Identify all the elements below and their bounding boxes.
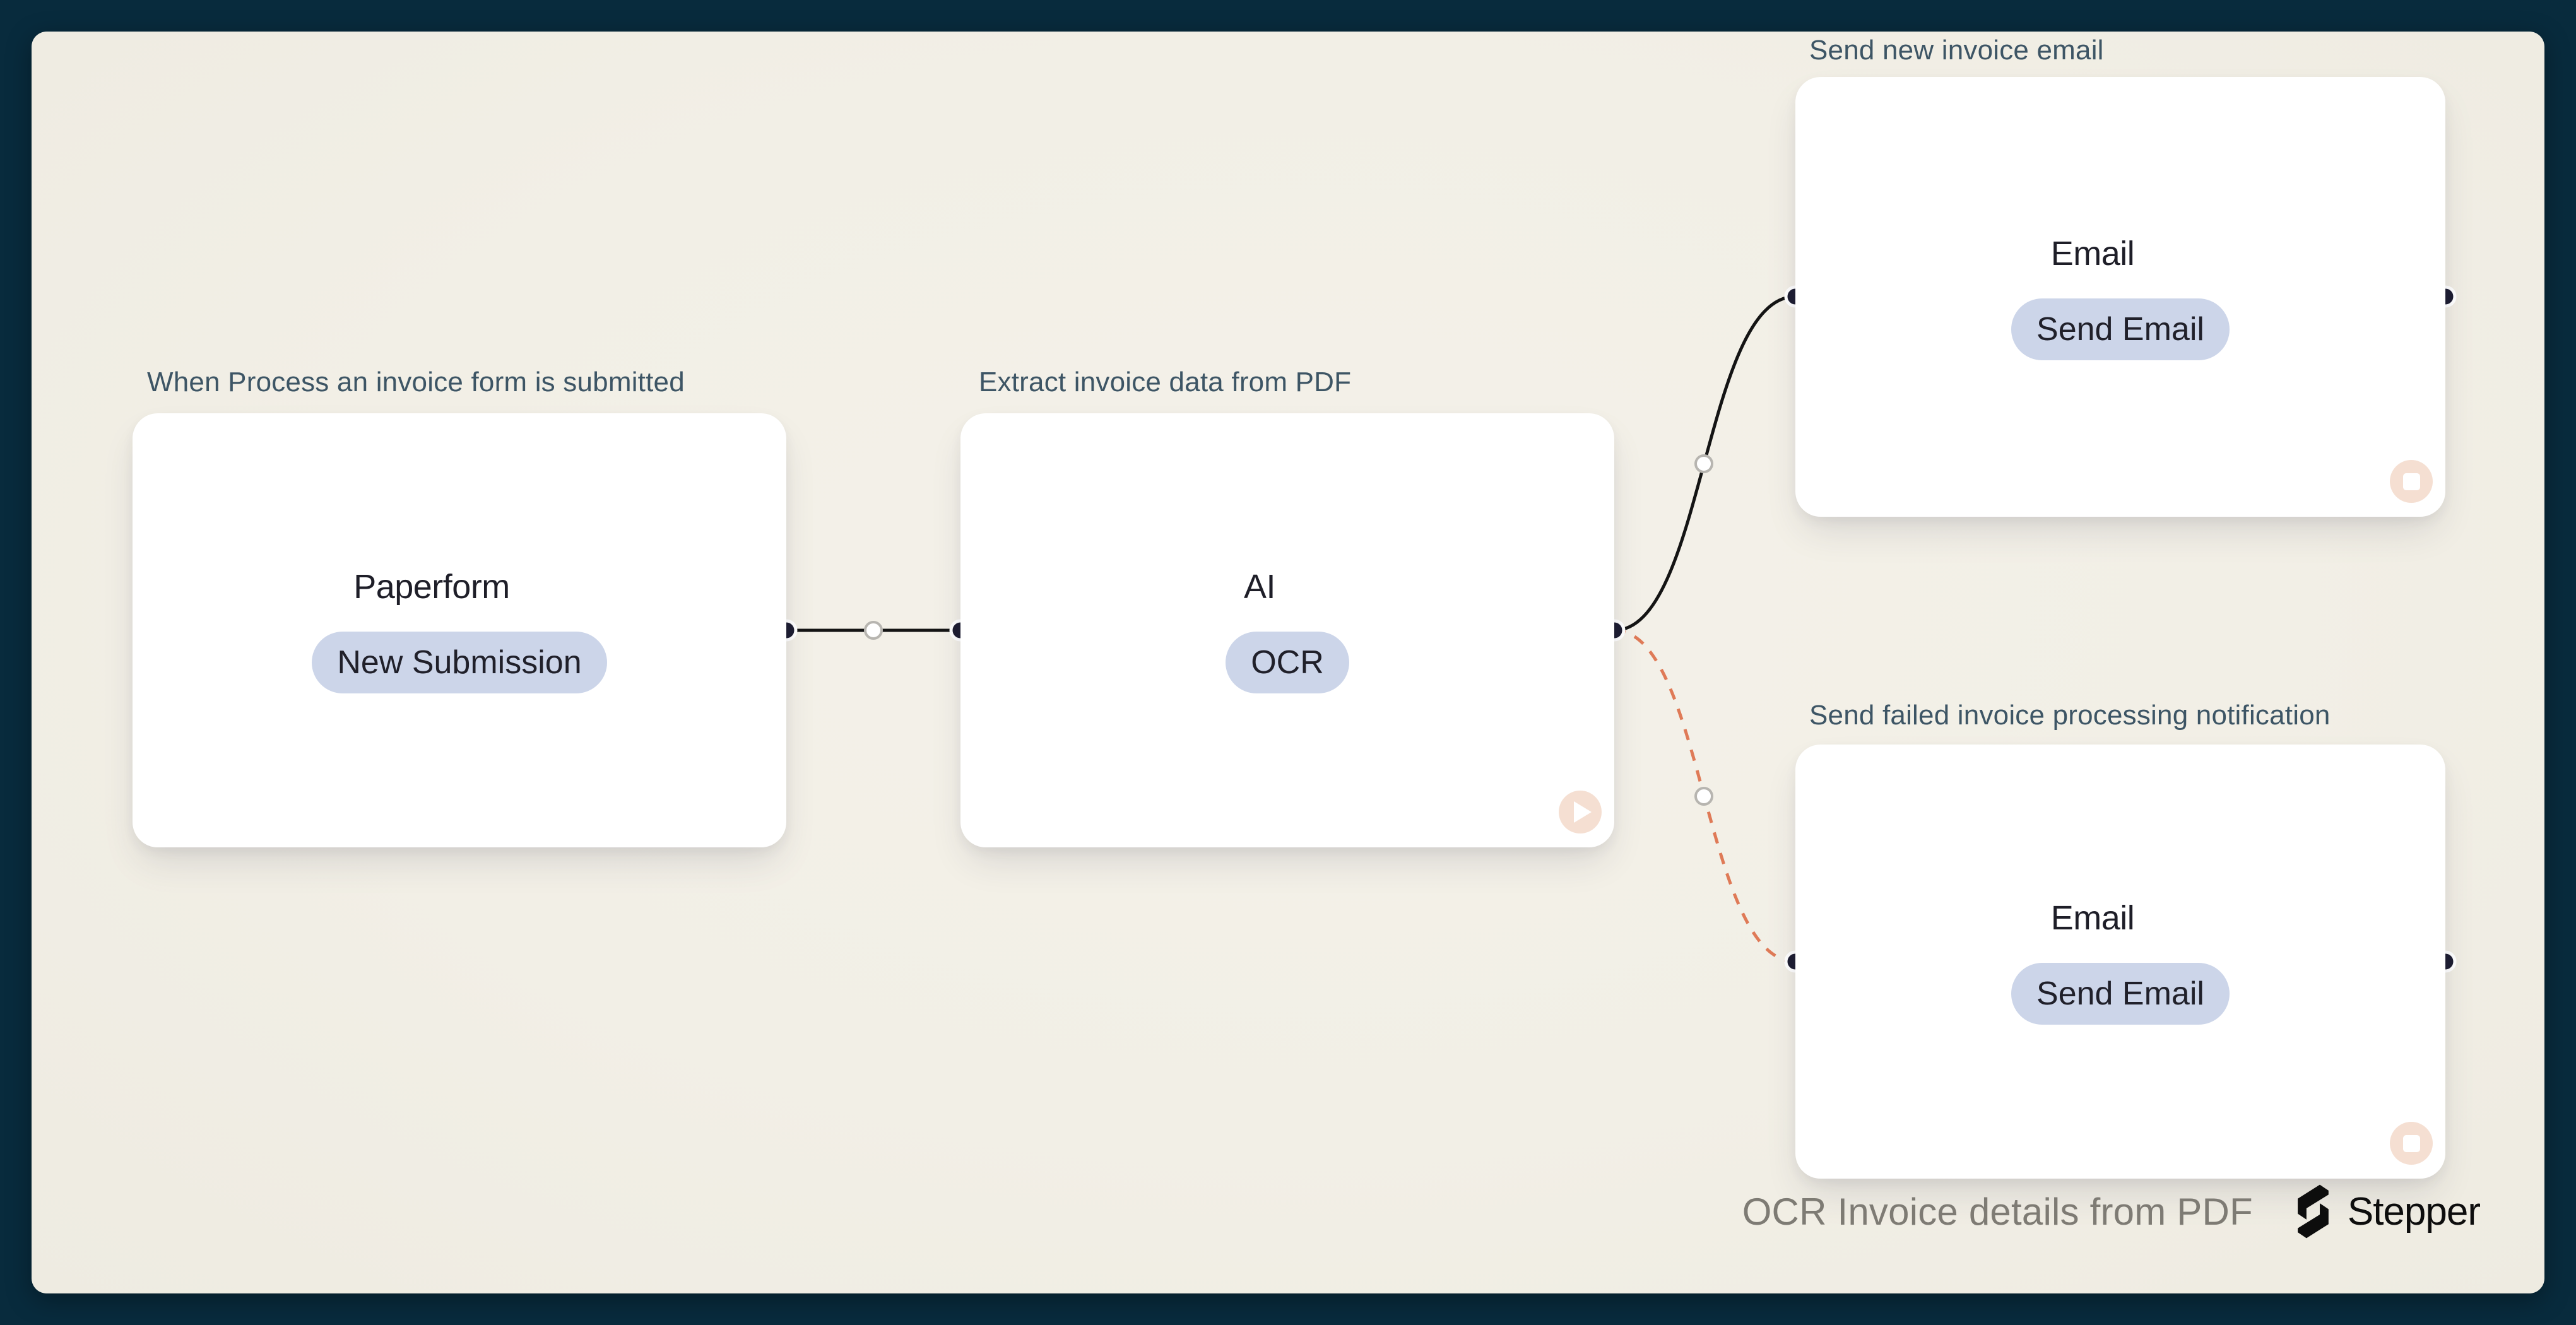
run-node-button[interactable] bbox=[1559, 791, 1602, 833]
node-badge: New Submission bbox=[312, 632, 607, 693]
node-card-email-success[interactable]: Email Send Email bbox=[1795, 77, 2445, 517]
node-badge: Send Email bbox=[2011, 963, 2230, 1025]
node-badge: OCR bbox=[1226, 632, 1349, 693]
workflow-caption: OCR Invoice details from PDF bbox=[1742, 1190, 2253, 1233]
node-title: Paperform bbox=[353, 568, 510, 606]
stop-icon bbox=[2402, 1134, 2420, 1152]
node-label-ai: Extract invoice data from PDF bbox=[979, 367, 1352, 398]
node-badge: Send Email bbox=[2011, 298, 2230, 360]
play-icon bbox=[1574, 801, 1592, 823]
node-card-ai[interactable]: AI OCR bbox=[960, 413, 1614, 847]
node-title: AI bbox=[1243, 568, 1276, 606]
node-title: Email bbox=[2050, 234, 2135, 273]
node-label-email-failed: Send failed invoice processing notificat… bbox=[1809, 700, 2331, 731]
node-title: Email bbox=[2050, 899, 2135, 937]
stop-node-button[interactable] bbox=[2390, 1122, 2433, 1165]
footer: OCR Invoice details from PDF Stepper bbox=[1742, 1181, 2481, 1242]
add-step-handle[interactable] bbox=[1694, 454, 1713, 473]
add-step-handle[interactable] bbox=[1694, 787, 1713, 806]
node-label-email-success: Send new invoice email bbox=[1809, 35, 2104, 66]
node-content: AI OCR bbox=[1226, 567, 1349, 693]
node-content: Email Send Email bbox=[2011, 898, 2230, 1025]
brand-name: Stepper bbox=[2347, 1189, 2481, 1234]
stepper-logo-icon bbox=[2297, 1184, 2329, 1239]
node-card-paperform[interactable]: Paperform New Submission bbox=[133, 413, 786, 847]
stop-node-button[interactable] bbox=[2390, 460, 2433, 503]
node-content: Paperform New Submission bbox=[312, 567, 607, 693]
node-label-paperform: When Process an invoice form is submitte… bbox=[147, 367, 685, 398]
node-content: Email Send Email bbox=[2011, 234, 2230, 360]
node-card-email-failed[interactable]: Email Send Email bbox=[1795, 745, 2445, 1179]
add-step-handle[interactable] bbox=[864, 621, 883, 640]
stop-icon bbox=[2402, 473, 2420, 490]
